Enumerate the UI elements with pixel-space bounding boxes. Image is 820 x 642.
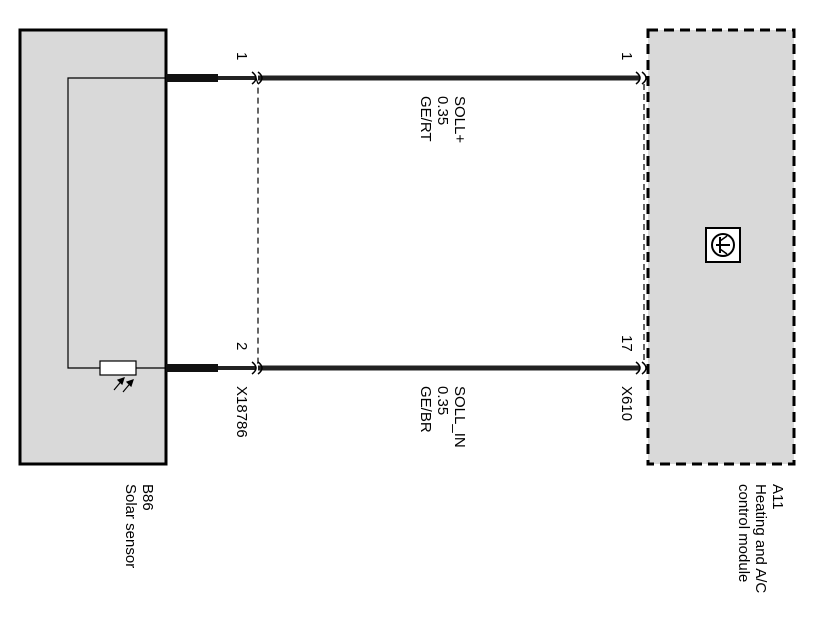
wire-2-signal: SOLL_IN	[451, 386, 468, 448]
pin-label-x610-17: 17	[618, 335, 635, 352]
pin-terminal-x610-17	[635, 361, 647, 375]
sensor-internal-loop	[67, 77, 166, 369]
pin-terminal-x610-1	[635, 71, 647, 85]
wire-1-signal: SOLL+	[451, 96, 468, 143]
pin-label-x18786-2: 2	[233, 342, 250, 350]
pin-label-x18786-1: 1	[233, 52, 250, 60]
module-name-line1: Heating and A/C	[752, 484, 769, 593]
sensor-ref: B86	[139, 484, 156, 511]
control-unit-icon	[705, 227, 741, 263]
wire-2-gauge: 0.35	[434, 386, 451, 415]
pin-terminal-x18786-2	[251, 361, 263, 375]
wire-soll-plus	[166, 74, 640, 82]
pin-label-x610-1: 1	[618, 52, 635, 60]
wire-soll-in	[166, 364, 640, 372]
connector-id-x18786: X18786	[233, 386, 250, 438]
module-name-line2: control module	[735, 484, 752, 582]
solar-sensor-box	[18, 28, 168, 466]
light-arrows-icon	[113, 377, 134, 393]
connector-x18786-outline	[255, 77, 259, 369]
wire-2-color: GE/BR	[417, 386, 434, 433]
module-ref: A11	[769, 484, 786, 510]
sensor-name: Solar sensor	[122, 484, 139, 568]
connector-id-x610: X610	[618, 386, 635, 421]
wire-1-gauge: 0.35	[434, 96, 451, 125]
pin-terminal-x18786-1	[251, 71, 263, 85]
wire-1-color: GE/RT	[417, 96, 434, 142]
photo-resistor-symbol	[99, 360, 137, 376]
